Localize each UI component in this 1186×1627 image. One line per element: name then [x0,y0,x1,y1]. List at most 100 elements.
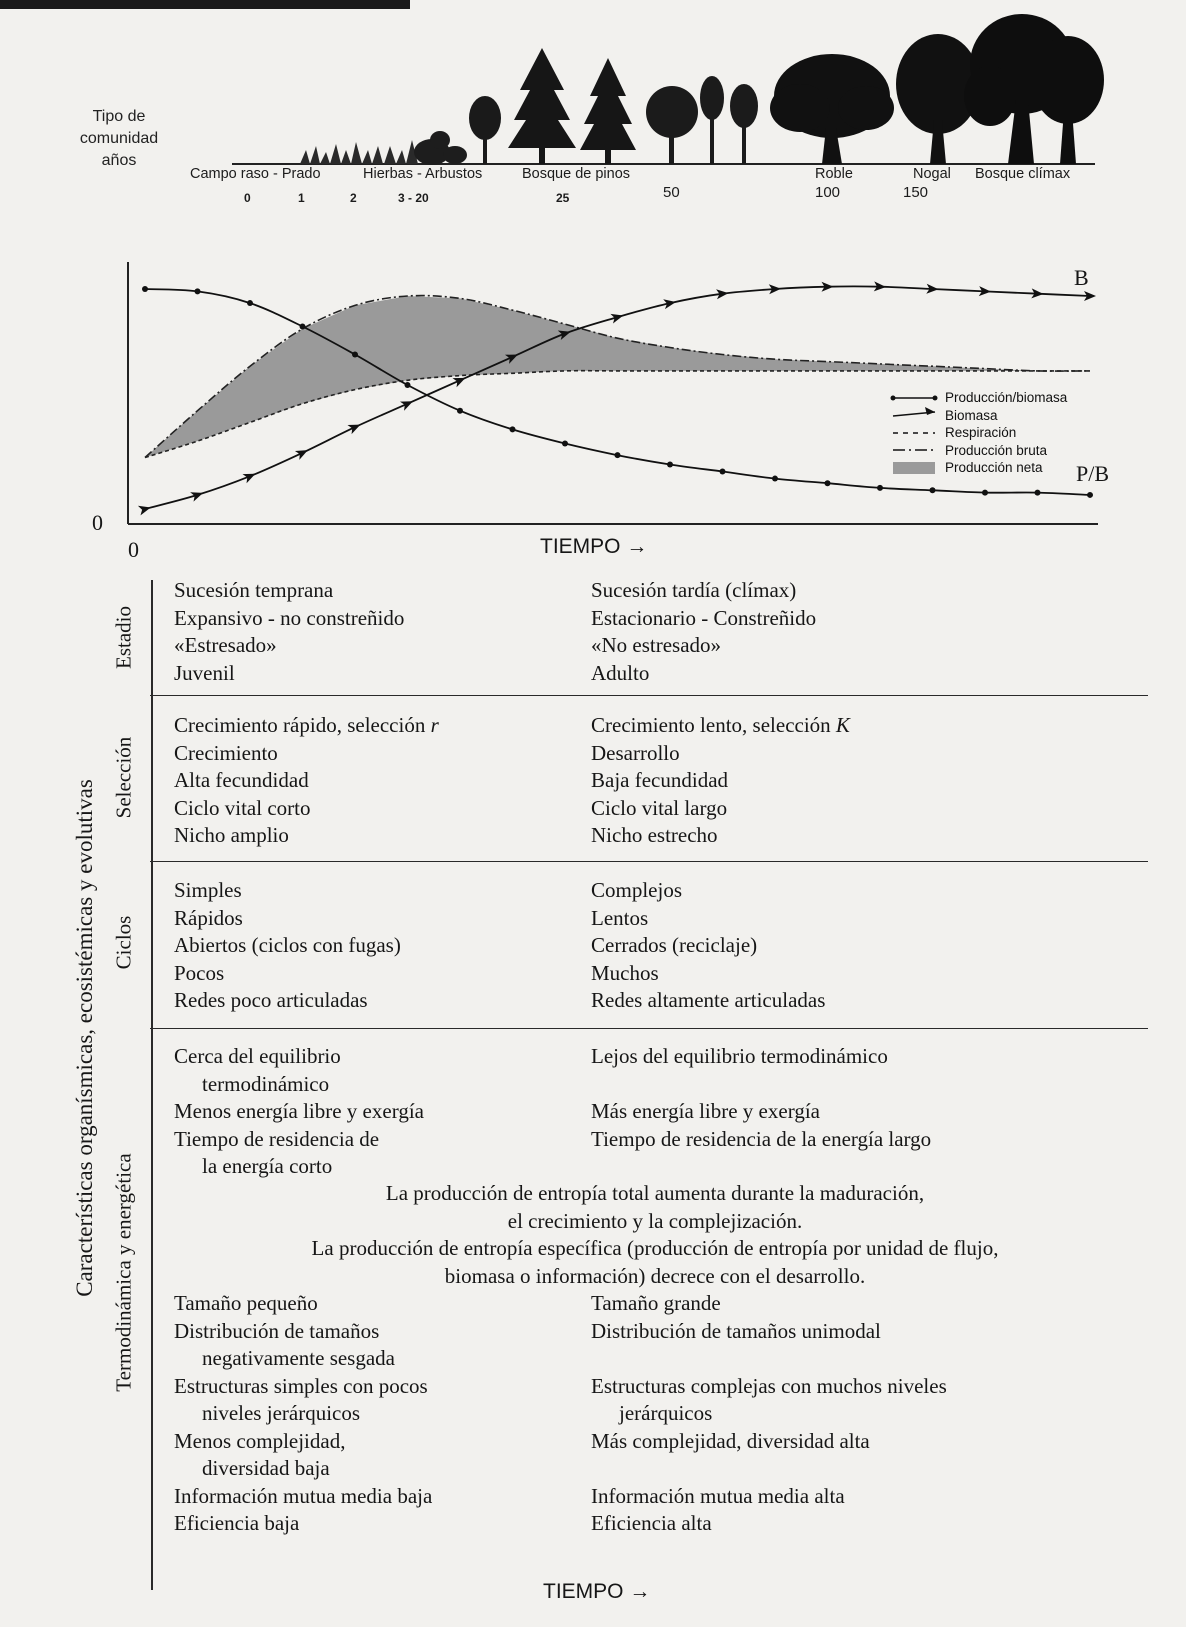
legend-item: Biomasa [945,407,998,423]
pb-point [247,300,253,307]
trait-text: Baja fecundidad [591,768,729,792]
legend-item: Producción bruta [945,442,1048,458]
trait-text: Más complejidad, diversidad alta [591,1428,870,1453]
chart-legend: Producción/biomasa Biomasa Respiración P… [945,389,1067,477]
termo-label: Termodinámica y energética [111,1153,136,1392]
r-variable: r [430,713,439,737]
seleccion-right-column: Crecimiento lento, selección K Desarroll… [591,712,850,850]
trait-text: Redes altamente articuladas [591,988,826,1012]
pb-point [457,407,463,414]
year-label: 100 [815,184,841,201]
termo-right-column-a: Lejos del equilibrio termodinámico Más e… [591,1043,931,1153]
centered-text: La producción de entropía total aumenta … [385,1181,925,1205]
k-variable: K [835,713,850,737]
biomass-arrow [1031,288,1044,299]
biomass-arrow [137,505,151,516]
trait-text: Crecimiento [174,740,278,765]
ciclos-label: Ciclos [111,915,136,970]
pb-point [509,426,516,433]
stage-label: Roble [815,166,853,182]
mixed-tree-icon [646,76,758,164]
pb-point [352,351,358,358]
community-label-line: años [101,152,137,169]
biomass-arrow [610,313,624,324]
section-vertical-rule [151,580,153,1590]
trait-text: «Estresado» [174,633,277,657]
trait-text: Distribución de tamaños [174,1318,380,1343]
shrub-icon [414,131,467,165]
trait-text: Ciclo vital corto [174,795,311,820]
biomass-arrow [504,354,518,364]
net-production-area [145,296,1090,458]
biomass-arrow [347,424,361,435]
trait-text: Distribución de tamaños unimodal [591,1318,881,1343]
gross-production-line [144,294,1091,459]
trait-text: Lejos del equilibrio termodinámico [591,1044,888,1068]
series-label-b: B [1074,265,1089,290]
chart-markers [137,281,1096,516]
trait-text: Expansivo - no constreñido [174,605,405,630]
section-divider [150,695,1148,696]
pb-point [1087,491,1093,498]
section-divider [150,861,1148,862]
biomass-arrow [1084,291,1096,301]
pb-point [562,440,568,447]
trait-text: Tamaño pequeño [174,1291,318,1315]
pb-point [772,475,778,482]
trait-text: «No estresado» [591,633,722,657]
biomass-arrow [399,401,413,411]
trait-text: Abiertos (ciclos con fugas) [174,933,401,957]
termo-left-column-a: Cerca del equilibrio termodinámico Menos… [174,1043,424,1181]
estadio-right-column: Sucesión tardía (clímax) Estacionario - … [591,577,816,687]
trait-text: Crecimiento lento, selección K [591,712,850,740]
pb-point [719,468,726,475]
walnut-tree-icon [896,34,980,164]
legend-swatches [890,395,938,474]
trait-text: termodinámico [202,1071,330,1096]
grass-icon [300,140,418,164]
trait-text: Estructuras simples con pocos [174,1373,428,1398]
entropy-statement: La producción de entropía total aumenta … [175,1180,1135,1290]
trait-text: Cerrados (reciclaje) [591,933,758,957]
trait-text: Menos complejidad, [174,1428,346,1453]
trait-text [591,1455,947,1483]
trait-text: Menos energía libre y exergía [174,1099,424,1123]
trait-text: Complejos [591,878,683,902]
trait-text: Información mutua media baja [174,1483,433,1508]
succession-illustration [232,14,1104,165]
x-origin-label: 0 [128,537,139,562]
trait-text: Eficiencia alta [591,1511,712,1535]
trait-text: Sucesión tardía (clímax) [591,578,797,602]
trait-text: Nicho amplio [174,823,289,847]
bottom-time-label: TIEMPO → [543,1580,651,1603]
y-origin-label: 0 [92,510,103,535]
trait-text: Estructuras complejas con muchos niveles [591,1373,947,1398]
trait-text: Crecimiento rápido, selección r [174,712,439,740]
biomass-arrow [557,330,571,341]
seleccion-left-column: Crecimiento rápido, selección r Crecimie… [174,712,439,850]
pb-point [824,480,831,487]
pine-tree-icon [508,48,636,164]
pb-point [1034,489,1041,496]
legend-item: Producción/biomasa [945,390,1068,405]
legend-swatch-pb-dot [890,395,896,401]
centered-text: La producción de entropía específica (pr… [311,1236,999,1260]
trait-text: Rápidos [174,905,243,930]
trait-text: Cerca del equilibrio [174,1044,341,1068]
legend-swatch-net [893,462,935,474]
pb-point [982,489,988,496]
trait-text [591,1345,947,1373]
scan-edge-bar [0,0,410,9]
trait-text: Desarrollo [591,740,680,765]
biomass-arrow [242,473,256,484]
stage-label: Nogal [913,166,951,182]
oak-tree-icon [770,54,894,164]
trait-text-prefix: Crecimiento lento, selección [591,713,836,737]
series-label-pb: P/B [1076,461,1110,486]
trait-text: Ciclo vital largo [591,795,728,820]
x-axis-label: TIEMPO → [540,535,648,558]
community-label-line: comunidad [79,130,159,147]
section-divider [150,1028,1148,1029]
termo-right-column-b: Tamaño grande Distribución de tamaños un… [591,1290,947,1538]
seleccion-label: Selección [111,736,136,819]
